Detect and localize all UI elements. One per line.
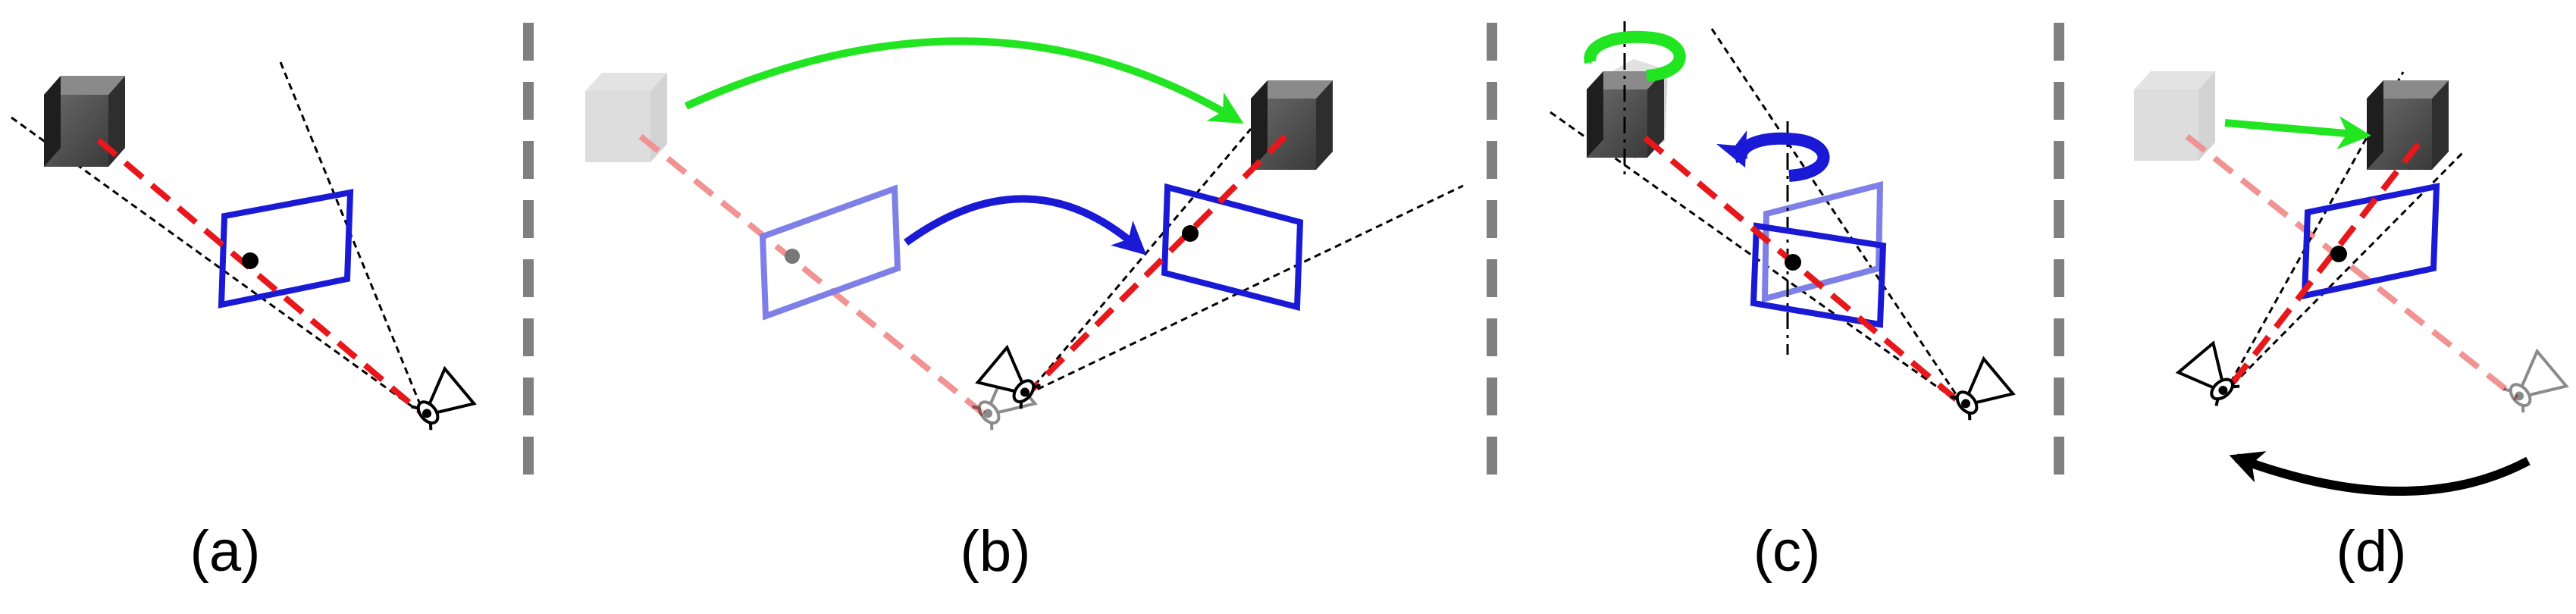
object-rotation-arrow (1584, 30, 1686, 82)
image-plane (1750, 222, 1887, 328)
projection-point-faded (785, 249, 800, 264)
sight-line (1025, 134, 1287, 396)
cube-faded-icon (2134, 71, 2215, 161)
caption-d: (d) (2336, 519, 2407, 584)
plane-motion-arrow (904, 195, 1147, 255)
projection-point (242, 252, 259, 269)
frustum-line (1026, 128, 1252, 395)
eye-icon (1950, 356, 2016, 421)
eye-icon (411, 365, 477, 431)
cube-icon (1587, 71, 1664, 158)
sight-line-faded (638, 133, 988, 418)
panel-c-diagram (1550, 21, 2016, 421)
camera-motion-arrow (2229, 451, 2531, 496)
image-plane (218, 189, 354, 309)
eye-icon (975, 344, 1041, 409)
panel-d-diagram (2134, 71, 2569, 496)
eye-icon (2175, 340, 2240, 406)
caption-c: (c) (1753, 519, 1821, 584)
projection-point (1785, 254, 1801, 271)
cube-faded-icon (585, 73, 667, 162)
frustum-line (279, 61, 426, 416)
plane-rotation-arrow (1716, 130, 1830, 182)
panel-a-diagram (11, 61, 477, 431)
caption-b: (b) (960, 519, 1031, 584)
sight-line (2222, 142, 2421, 395)
object-motion-arrow (684, 37, 1244, 124)
frustum-line (2223, 71, 2405, 393)
object-motion-arrow (2224, 116, 2371, 149)
sight-line-faded (2185, 133, 2519, 401)
frustum-line (1710, 28, 1965, 406)
cube-icon (1251, 80, 1333, 170)
projection-point (2330, 246, 2347, 262)
frustum-line (11, 116, 425, 417)
image-plane (1161, 183, 1304, 312)
cube-icon (44, 76, 125, 167)
image-plane-faded (1761, 180, 1884, 303)
image-plane-faded (759, 184, 901, 321)
projection-point (1182, 225, 1199, 242)
frustum-line (1026, 184, 1464, 396)
eye-faded-icon (2503, 348, 2569, 413)
image-plane (2301, 183, 2440, 299)
panel-b-diagram (585, 37, 1464, 431)
sight-line (96, 137, 427, 418)
caption-a: (a) (190, 519, 261, 584)
